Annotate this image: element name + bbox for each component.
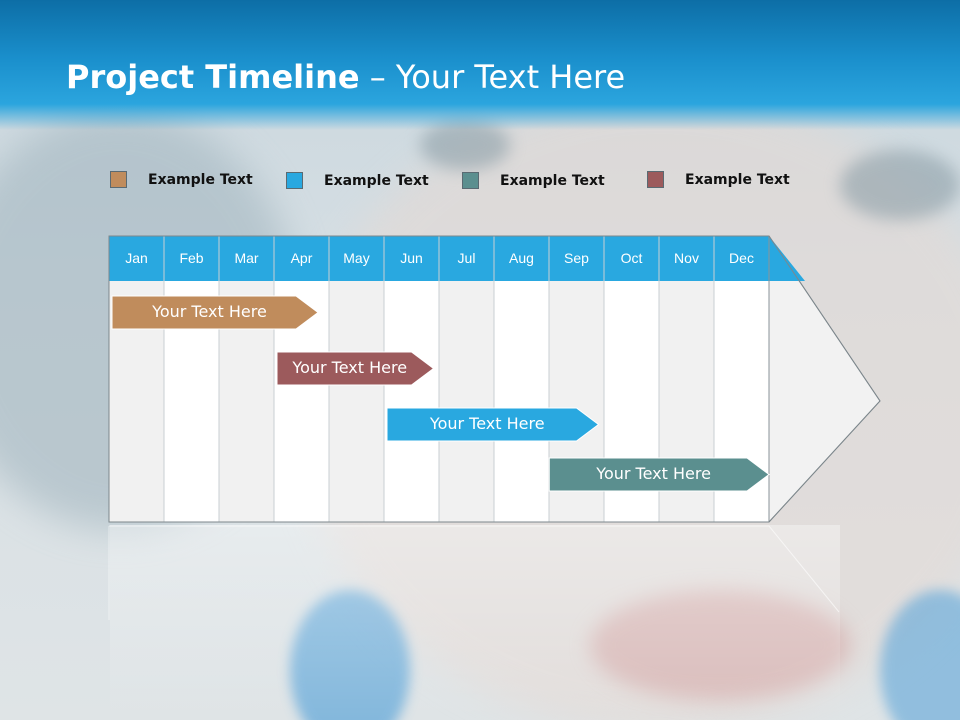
task-arrow xyxy=(276,351,435,386)
task-arrow xyxy=(386,407,600,442)
month-label: Nov xyxy=(674,250,699,266)
month-label: Apr xyxy=(290,250,313,266)
timeline-reflection xyxy=(110,525,840,720)
month-label: Jul xyxy=(457,250,476,266)
month-column xyxy=(384,281,439,522)
task-label: Your Text Here xyxy=(429,414,545,433)
background-lips xyxy=(590,590,850,700)
month-label: Oct xyxy=(620,250,643,266)
month-label: Aug xyxy=(509,250,534,266)
task-label: Your Text Here xyxy=(596,464,711,483)
month-label: Jan xyxy=(125,250,148,266)
legend-swatch xyxy=(110,171,127,188)
legend-label: Example Text xyxy=(324,172,429,189)
month-label: Dec xyxy=(729,250,754,266)
legend-item: Example Text xyxy=(647,171,790,188)
task-label: Your Text Here xyxy=(152,302,267,321)
background-glove-left xyxy=(290,590,410,720)
month-column xyxy=(329,281,384,522)
month-label: Feb xyxy=(179,250,204,266)
month-label: Mar xyxy=(234,250,259,266)
task-arrow xyxy=(548,457,770,492)
title-banner xyxy=(0,0,960,130)
slide-title-bold: Project Timeline xyxy=(66,58,360,96)
background-eye-right xyxy=(840,150,960,220)
legend-label: Example Text xyxy=(500,172,605,189)
task-label: Your Text Here xyxy=(292,358,408,377)
month-header-bar xyxy=(109,236,805,281)
slide-title-rest: – Your Text Here xyxy=(359,58,626,96)
legend-label: Example Text xyxy=(685,171,790,188)
timeline-reflection-outline xyxy=(109,525,840,613)
legend-label: Example Text xyxy=(148,171,253,188)
month-column xyxy=(439,281,494,522)
legend-item: Example Text xyxy=(462,172,605,189)
month-label: Sep xyxy=(564,250,589,266)
month-label: May xyxy=(343,250,370,266)
legend-item: Example Text xyxy=(110,171,253,188)
legend-swatch xyxy=(286,172,303,189)
timeline-arrow-outline xyxy=(108,235,881,523)
slide-title: Project Timeline – Your Text Here xyxy=(66,58,625,96)
month-column xyxy=(494,281,549,522)
legend-item: Example Text xyxy=(286,172,429,189)
month-label: Jun xyxy=(400,250,423,266)
task-arrow xyxy=(111,295,319,330)
legend-swatch xyxy=(647,171,664,188)
legend-swatch xyxy=(462,172,479,189)
